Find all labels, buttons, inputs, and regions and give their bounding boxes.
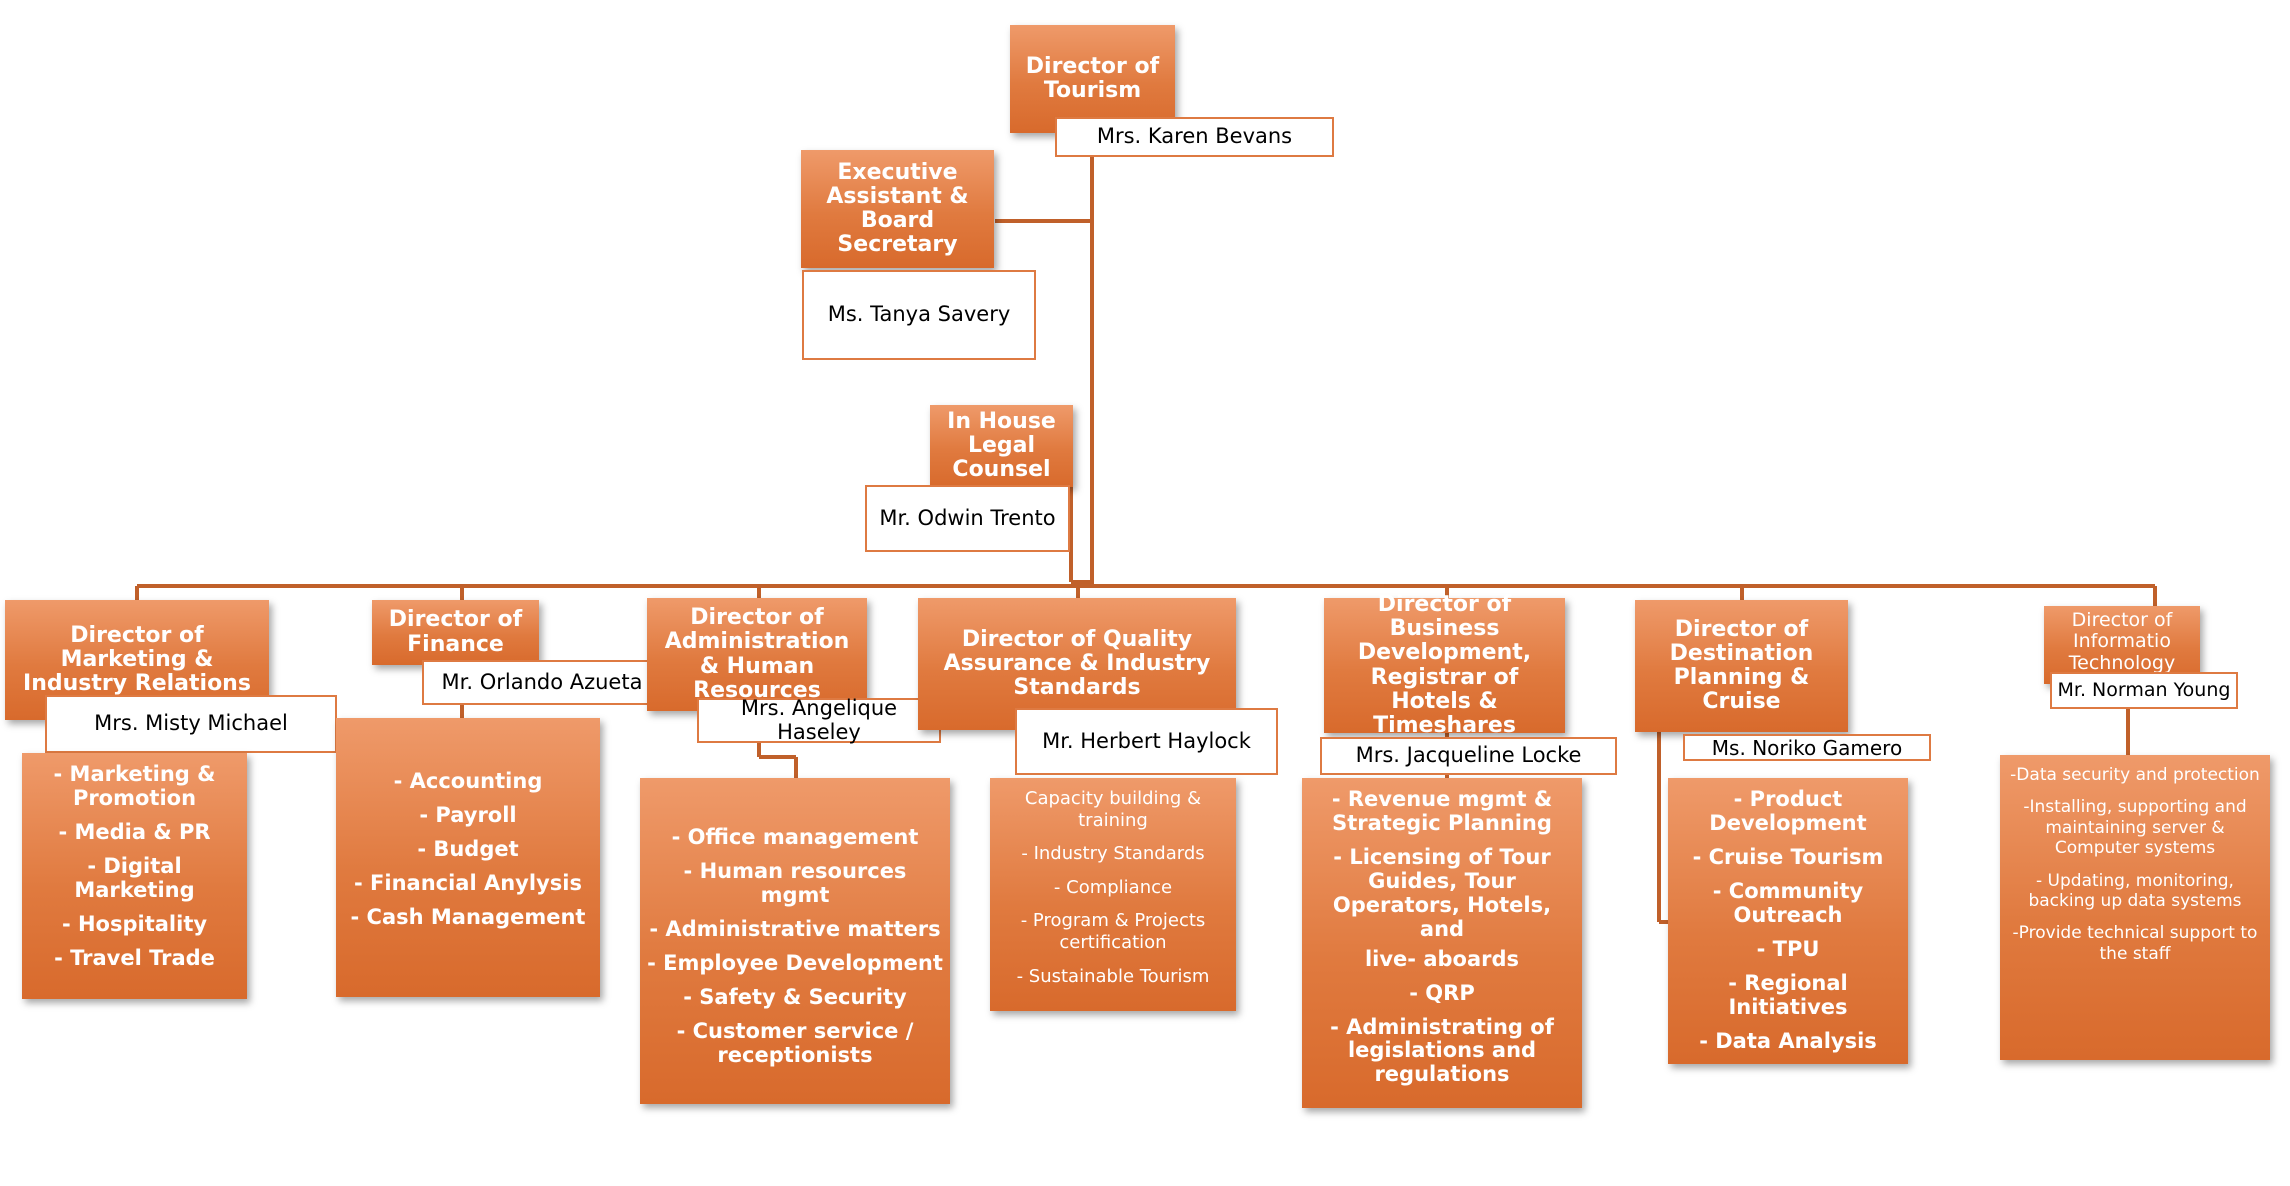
duty-item: - Licensing of Tour Guides, Tour Operato… (1332, 844, 1552, 941)
legal-counsel-box: In House Legal Counsel (930, 405, 1073, 487)
duty-item: - Cash Management (350, 904, 586, 929)
duty-item: - Compliance (1053, 876, 1173, 898)
destination-duties-box: - Product Development - Cruise Tourism -… (1668, 778, 1908, 1064)
legal-counsel-title: In House Legal Counsel (947, 408, 1056, 483)
duty-item: - Digital Marketing (74, 853, 195, 902)
duty-item: - TPU (1756, 936, 1820, 961)
duty-item: -Provide technical support to the staff (2012, 923, 2258, 964)
duty-item: - QRP (1409, 980, 1475, 1005)
duty-item: - Human resources mgmt (683, 858, 907, 907)
duty-item: live- aboards (1364, 946, 1520, 971)
quality-duties-box: Capacity building & training - Industry … (990, 778, 1236, 1011)
admin-duties-box: - Office management - Human resources mg… (640, 778, 950, 1104)
duty-item: - Hospitality (61, 911, 208, 936)
marketing-director-title: Director of Marketing & Industry Relatio… (23, 622, 251, 697)
director-tourism-name: Mrs. Karen Bevans (1055, 117, 1334, 157)
duty-item: -Data security and protection (2010, 765, 2260, 785)
business-director-box: Director of Business Development, Regist… (1324, 592, 1565, 737)
duty-item: -Installing, supporting and maintaining … (2023, 797, 2247, 859)
business-director-name: Mrs. Jacqueline Locke (1320, 737, 1617, 775)
duty-item: - Cruise Tourism (1692, 844, 1884, 869)
duty-item: - Budget (417, 836, 519, 861)
duty-item: Capacity building & training (1024, 788, 1202, 831)
finance-director-name: Mr. Orlando Azueta (422, 660, 662, 705)
it-director-box: Director of Informatio Technology (2044, 606, 2200, 684)
destination-director-title: Director of Destination Planning & Cruis… (1669, 616, 1814, 715)
duty-item: - Program & Projects certification (1020, 910, 1206, 953)
finance-director-title: Director of Finance (388, 607, 523, 657)
duty-item: - Financial Anylysis (354, 870, 582, 895)
quality-director-name: Mr. Herbert Haylock (1015, 708, 1278, 775)
finance-director-box: Director of Finance (372, 600, 539, 665)
duty-item: - Employee Development (647, 950, 943, 975)
executive-assistant-name: Ms. Tanya Savery (802, 270, 1036, 360)
it-duties-box: -Data security and protection -Installin… (2000, 755, 2270, 1060)
director-tourism-title: Director of Tourism (1025, 53, 1160, 103)
duty-item: - Revenue mgmt & Strategic Planning (1331, 787, 1553, 835)
duty-item: - Updating, monitoring, backing up data … (2028, 870, 2242, 911)
business-duties-box: - Revenue mgmt & Strategic Planning - Li… (1302, 778, 1582, 1108)
marketing-duties-box: - Marketing & Promotion - Media & PR - D… (22, 753, 247, 999)
duty-item: - Industry Standards (1021, 843, 1205, 865)
duty-item: - Community Outreach (1712, 878, 1864, 927)
duty-item: - Accounting (393, 769, 543, 793)
duty-item: - Sustainable Tourism (1016, 965, 1210, 987)
it-director-title: Director of Informatio Technology (2068, 609, 2176, 674)
duty-item: - Payroll (419, 802, 517, 827)
admin-director-name: Mrs. Angelique Haseley (697, 697, 941, 743)
duty-item: - Safety & Security (683, 984, 907, 1009)
duty-item: - Administrating of legislations and reg… (1330, 1014, 1554, 1087)
director-tourism-box: Director of Tourism (1010, 25, 1175, 133)
admin-director-title: Director of Administration & Human Resou… (664, 605, 850, 703)
duty-item: - Customer service / receptionists (676, 1018, 914, 1067)
marketing-director-name: Mrs. Misty Michael (45, 695, 337, 753)
duty-item: - Marketing & Promotion (53, 762, 216, 810)
business-director-title: Director of Business Development, Regist… (1357, 591, 1532, 738)
destination-director-name: Ms. Noriko Gamero (1683, 734, 1931, 761)
quality-director-title: Director of Quality Assurance & Industry… (943, 626, 1211, 701)
finance-duties-box: - Accounting - Payroll - Budget - Financ… (336, 718, 600, 997)
legal-counsel-name: Mr. Odwin Trento (865, 485, 1070, 552)
it-director-name: Mr. Norman Young (2050, 672, 2238, 709)
duty-item: - Administrative matters (649, 916, 941, 941)
executive-assistant-title: Executive Assistant & Board Secretary (826, 159, 969, 258)
admin-director-box: Director of Administration & Human Resou… (647, 598, 867, 711)
duty-item: - Travel Trade (54, 945, 215, 970)
duty-item: - Regional Initiatives (1728, 970, 1848, 1019)
destination-director-box: Director of Destination Planning & Cruis… (1635, 600, 1848, 732)
duty-item: - Data Analysis (1699, 1028, 1877, 1053)
duty-item: - Media & PR (58, 819, 211, 844)
duty-item: - Product Development (1709, 787, 1867, 835)
duty-item: - Office management (671, 825, 919, 849)
executive-assistant-box: Executive Assistant & Board Secretary (801, 150, 994, 268)
